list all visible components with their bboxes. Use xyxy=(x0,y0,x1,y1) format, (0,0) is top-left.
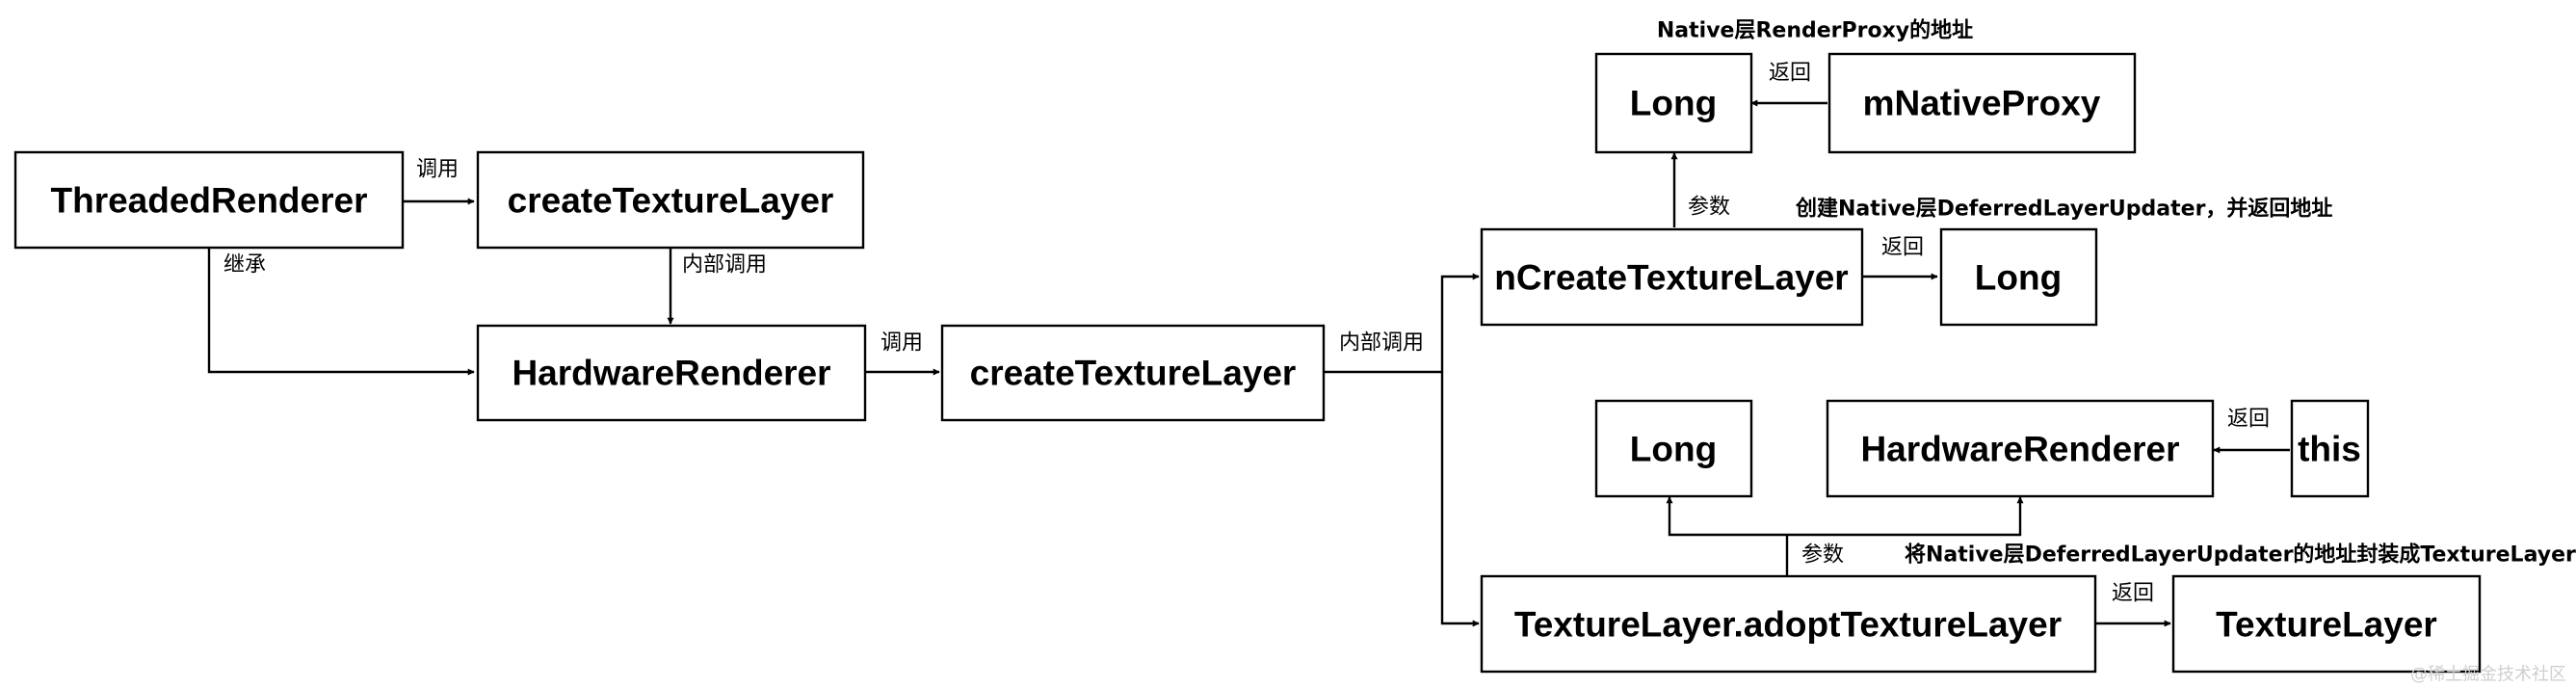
edge-label-call-2: 调用 xyxy=(881,331,923,356)
node-hardware-renderer: HardwareRenderer xyxy=(476,324,867,422)
node-long-mid: Long xyxy=(1939,227,2098,327)
annotation-wrap-updater: 将Native层DeferredLayerUpdater的地址封装成Textur… xyxy=(1905,542,2576,568)
edge-label-param-1: 参数 xyxy=(1688,196,1730,220)
node-m-native-proxy-label: mNativeProxy xyxy=(1863,84,2101,123)
node-this-label: this xyxy=(2298,430,2361,469)
edge-adopt-to-long-bottom xyxy=(1666,496,1787,537)
node-long-mid-label: Long xyxy=(1975,258,2062,298)
edge-label-return-4: 返回 xyxy=(2112,582,2154,606)
node-long-bottom: Long xyxy=(1594,399,1753,498)
node-n-create-texture-layer-label: nCreateTextureLayer xyxy=(1494,258,1848,298)
node-adopt-texture-layer: TextureLayer.adoptTextureLayer xyxy=(1480,574,2097,674)
node-hardware-renderer-label: HardwareRenderer xyxy=(512,354,830,393)
edge-split-to-ncreate xyxy=(1440,273,1480,372)
node-hardware-renderer-2: HardwareRenderer xyxy=(1826,399,2215,498)
watermark: @稀土掘金技术社区 xyxy=(2410,665,2566,685)
edge-label-internal-call-1: 内部调用 xyxy=(682,253,767,278)
node-create-texture-layer-2: createTextureLayer xyxy=(940,324,1326,422)
edge-label-param-2: 参数 xyxy=(1801,543,1844,568)
node-threaded-renderer: ThreadedRenderer xyxy=(13,150,405,250)
node-m-native-proxy: mNativeProxy xyxy=(1827,52,2137,154)
node-hardware-renderer-2-label: HardwareRenderer xyxy=(1860,430,2179,469)
edge-adopt-to-hardware2 xyxy=(1787,496,2024,537)
node-create-texture-layer-2-label: createTextureLayer xyxy=(970,354,1297,393)
node-threaded-renderer-label: ThreadedRenderer xyxy=(51,181,368,221)
node-n-create-texture-layer: nCreateTextureLayer xyxy=(1480,227,1864,327)
node-long-top: Long xyxy=(1594,52,1753,154)
edge-split-to-adopt xyxy=(1440,372,1480,627)
node-texture-layer: TextureLayer xyxy=(2171,574,2482,674)
edge-threaded-to-hardware xyxy=(207,248,475,376)
node-texture-layer-label: TextureLayer xyxy=(2216,605,2437,645)
edge-label-call-1: 调用 xyxy=(416,158,459,182)
edge-label-return-1: 返回 xyxy=(1769,62,1811,86)
edge-label-inherit: 继承 xyxy=(223,253,266,278)
annotation-native-proxy-addr: Native层RenderProxy的地址 xyxy=(1657,18,1973,43)
node-create-texture-layer-1: createTextureLayer xyxy=(476,150,865,250)
edge-label-return-2: 返回 xyxy=(1881,236,1924,260)
node-create-texture-layer-1-label: createTextureLayer xyxy=(508,181,834,221)
edge-label-internal-call-2: 内部调用 xyxy=(1339,331,1424,356)
node-adopt-texture-layer-label: TextureLayer.adoptTextureLayer xyxy=(1514,605,2062,645)
node-long-top-label: Long xyxy=(1630,84,1717,123)
annotation-create-updater: 创建Native层DeferredLayerUpdater，并返回地址 xyxy=(1795,197,2332,222)
node-this: this xyxy=(2290,399,2370,498)
node-long-bottom-label: Long xyxy=(1630,430,1717,469)
edge-label-return-3: 返回 xyxy=(2227,408,2270,432)
